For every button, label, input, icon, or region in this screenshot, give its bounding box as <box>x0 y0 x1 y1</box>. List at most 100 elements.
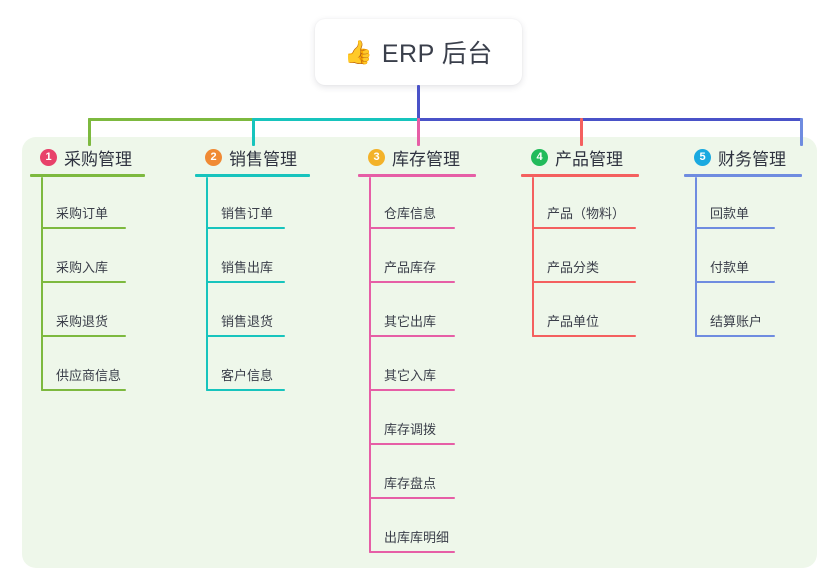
leaf-item-label: 库存盘点 <box>384 476 437 491</box>
leaf-item-label: 销售退货 <box>221 314 274 329</box>
leaf-item[interactable]: 客户信息 <box>195 339 310 393</box>
branch-trunk-line <box>206 177 208 391</box>
leaf-item-underline <box>41 281 126 283</box>
leaf-list: 产品（物料） 产品分类产品单位 <box>521 177 639 339</box>
leaf-item-label: 客户信息 <box>221 368 274 383</box>
leaf-item-label: 销售出库 <box>221 260 274 275</box>
leaf-list: 销售订单销售出库销售退货客户信息 <box>195 177 310 393</box>
leaf-item[interactable]: 产品库存 <box>358 231 476 285</box>
diagram-background-panel <box>22 137 817 568</box>
leaf-item[interactable]: 产品单位 <box>521 285 639 339</box>
branch-header[interactable]: 2 销售管理 <box>195 146 310 169</box>
leaf-item-label: 采购订单 <box>56 206 109 221</box>
leaf-list: 采购订单采购入库采购退货供应商信息 <box>30 177 145 393</box>
leaf-item[interactable]: 销售订单 <box>195 177 310 231</box>
leaf-item-label: 其它出库 <box>384 314 437 329</box>
leaf-item[interactable]: 结算账户 <box>684 285 802 339</box>
branch-title-underline <box>30 174 145 177</box>
branch-number-badge: 3 <box>368 148 385 166</box>
branch-trunk-line <box>369 177 371 553</box>
leaf-item[interactable]: 付款单 <box>684 231 802 285</box>
leaf-item-underline <box>206 389 285 391</box>
leaf-item-underline <box>369 281 455 283</box>
leaf-item-label: 销售订单 <box>221 206 274 221</box>
leaf-item[interactable]: 其它入库 <box>358 339 476 393</box>
leaf-item-underline <box>369 497 455 499</box>
root-node[interactable]: 👍 ERP 后台 <box>315 19 522 85</box>
leaf-item-label: 采购入库 <box>56 260 109 275</box>
branch-trunk-line <box>532 177 534 337</box>
leaf-item[interactable]: 出库库明细 <box>358 501 476 555</box>
leaf-item-underline <box>206 227 285 229</box>
leaf-item-underline <box>695 335 775 337</box>
thumbs-up-icon: 👍 <box>344 38 373 65</box>
leaf-item[interactable]: 供应商信息 <box>30 339 145 393</box>
connector-drop-line <box>800 118 803 146</box>
leaf-item[interactable]: 采购订单 <box>30 177 145 231</box>
leaf-item[interactable]: 其它出库 <box>358 285 476 339</box>
leaf-item-label: 产品单位 <box>547 314 600 329</box>
leaf-item[interactable]: 采购退货 <box>30 285 145 339</box>
branch-title: 采购管理 <box>64 149 132 169</box>
leaf-item-underline <box>206 335 285 337</box>
branch-title: 销售管理 <box>229 149 297 169</box>
branch-number-badge: 4 <box>531 148 548 166</box>
root-connector-stem <box>417 85 420 121</box>
branch-title-underline <box>358 174 476 177</box>
leaf-item[interactable]: 库存盘点 <box>358 447 476 501</box>
branch-title-underline <box>684 174 802 177</box>
branch-header[interactable]: 1 采购管理 <box>30 146 145 169</box>
leaf-item-underline <box>206 281 285 283</box>
leaf-item-underline <box>41 227 126 229</box>
leaf-item-underline <box>532 227 636 229</box>
branch-1: 1 采购管理采购订单采购入库采购退货供应商信息 <box>30 146 145 393</box>
branch-number-badge: 5 <box>694 148 711 166</box>
leaf-item-label: 仓库信息 <box>384 206 437 221</box>
leaf-item-label: 出库库明细 <box>384 530 450 545</box>
branch-number-badge: 1 <box>40 148 57 166</box>
bus-segment <box>88 118 253 121</box>
leaf-item-underline <box>369 335 455 337</box>
leaf-item[interactable]: 回款单 <box>684 177 802 231</box>
connector-drop-line <box>252 118 255 146</box>
leaf-item[interactable]: 销售出库 <box>195 231 310 285</box>
leaf-item[interactable]: 仓库信息 <box>358 177 476 231</box>
leaf-item[interactable]: 采购入库 <box>30 231 145 285</box>
leaf-item-label: 供应商信息 <box>56 368 122 383</box>
leaf-item-label: 其它入库 <box>384 368 437 383</box>
leaf-item-label: 库存调拨 <box>384 422 437 437</box>
branch-trunk-line <box>695 177 697 337</box>
leaf-item-label: 产品（物料） <box>547 206 626 221</box>
branch-number-badge: 2 <box>205 148 222 166</box>
branch-title-underline <box>521 174 639 177</box>
bus-segment <box>252 118 418 121</box>
leaf-item-underline <box>41 389 126 391</box>
branch-header[interactable]: 3 库存管理 <box>358 146 476 169</box>
connector-drop-line <box>580 118 583 146</box>
leaf-item[interactable]: 产品（物料） <box>521 177 639 231</box>
connector-drop-line <box>417 118 420 146</box>
leaf-item[interactable]: 销售退货 <box>195 285 310 339</box>
leaf-item-underline <box>695 281 775 283</box>
leaf-item-label: 回款单 <box>710 206 750 221</box>
leaf-item-underline <box>532 281 636 283</box>
branch-title-underline <box>195 174 310 177</box>
leaf-list: 回款单付款单结算账户 <box>684 177 802 339</box>
leaf-item-underline <box>695 227 775 229</box>
leaf-item-label: 产品分类 <box>547 260 600 275</box>
leaf-item-underline <box>369 389 455 391</box>
leaf-list: 仓库信息产品库存其它出库其它入库库存调拨库存盘点出库库明细 <box>358 177 476 555</box>
branch-title: 财务管理 <box>718 149 786 169</box>
bus-segment <box>417 118 802 121</box>
branch-trunk-line <box>41 177 43 391</box>
leaf-item-underline <box>369 551 455 553</box>
leaf-item-underline <box>369 227 455 229</box>
leaf-item[interactable]: 产品分类 <box>521 231 639 285</box>
branch-title: 库存管理 <box>392 149 460 169</box>
leaf-item-label: 产品库存 <box>384 260 437 275</box>
branch-header[interactable]: 5 财务管理 <box>684 146 802 169</box>
leaf-item[interactable]: 库存调拨 <box>358 393 476 447</box>
leaf-item-underline <box>369 443 455 445</box>
leaf-item-label: 结算账户 <box>710 314 763 329</box>
